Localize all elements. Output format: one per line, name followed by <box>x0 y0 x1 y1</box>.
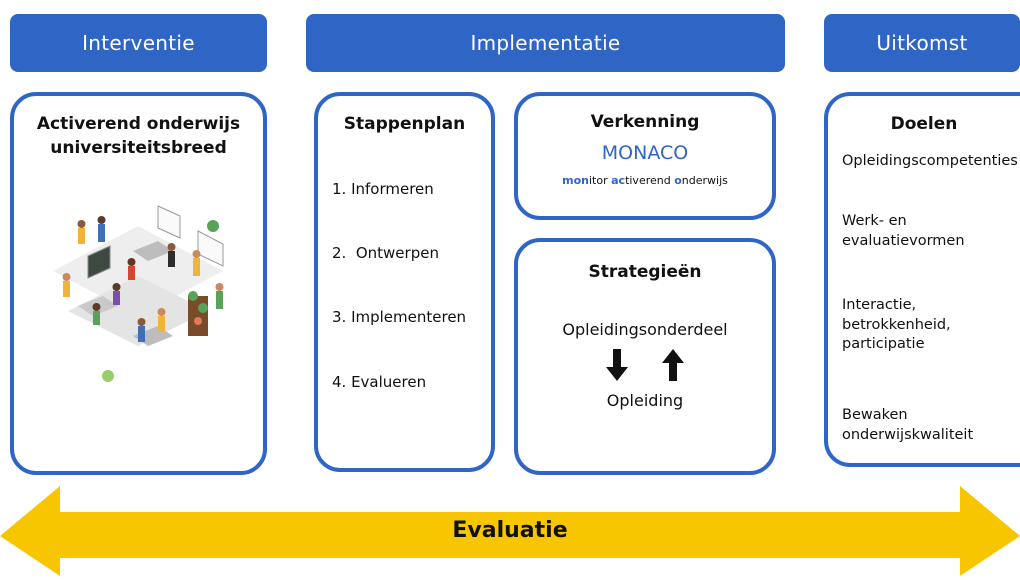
monaco-sub-part-6: nderwijs <box>681 174 728 187</box>
step-ontwerpen: 2. Ontwerpen <box>332 244 439 262</box>
strategieen-title: Strategieën <box>588 262 702 282</box>
strategieen-box: Strategieën Opleidingsonderdeel Opleidin… <box>514 238 776 475</box>
step-evalueren: 4. Evalueren <box>332 373 427 391</box>
interventie-title-line1: Activerend onderwijs <box>36 114 241 134</box>
monaco-sub-part-1: mon <box>562 174 589 187</box>
interventie-box: Activerend onderwijs universiteitsbreed <box>10 92 267 475</box>
header-implementatie: Implementatie <box>306 14 785 72</box>
monaco-name: MONACO <box>601 142 689 164</box>
header-uitkomst: Uitkomst <box>824 14 1020 72</box>
step-informeren: 1. Informeren <box>332 180 434 198</box>
classroom-illustration-icon <box>53 205 224 382</box>
evaluatie-arrow <box>0 486 1020 576</box>
strategieen-top: Opleidingsonderdeel <box>562 320 728 339</box>
interventie-title-line2: universiteitsbreed <box>50 138 227 158</box>
verkenning-box: Verkenning MONACO monitor activerend ond… <box>514 92 776 220</box>
goal-werk-evaluatievormen: Werk- en evaluatievormen <box>842 213 965 249</box>
header-implementatie-label: Implementatie <box>470 31 621 55</box>
arrow-down-icon <box>606 349 628 381</box>
stappenplan-title: Stappenplan <box>343 114 466 134</box>
verkenning-title: Verkenning <box>590 112 700 132</box>
header-interventie: Interventie <box>10 14 267 72</box>
monaco-sub-part-5: o <box>674 174 682 187</box>
header-interventie-label: Interventie <box>82 31 195 55</box>
strategieen-bottom: Opleiding <box>606 391 684 410</box>
evaluatie-arrow-shape <box>0 486 1020 576</box>
step-implementeren: 3. Implementeren <box>332 308 467 326</box>
goal-interactie: Interactie, betrokkenheid, participatie <box>842 297 951 353</box>
monaco-sub-part-2: itor <box>588 174 612 187</box>
header-uitkomst-label: Uitkomst <box>876 31 968 55</box>
interventie-title: Activerend onderwijs universiteitsbreed <box>14 114 263 158</box>
evaluatie-label: Evaluatie <box>452 518 568 543</box>
strategieen-arrows <box>518 349 772 381</box>
doelen-title: Doelen <box>890 114 958 134</box>
monaco-subtitle: monitor activerend onderwijs <box>518 174 772 187</box>
goal-onderwijskwaliteit: Bewaken onderwijskwaliteit <box>842 407 974 443</box>
stappenplan-box: Stappenplan 1. Informeren 2. Ontwerpen 3… <box>314 92 495 472</box>
doelen-box: Doelen Opleidingscompetenties Werk- en e… <box>824 92 1020 467</box>
monaco-sub-part-3: ac <box>611 174 626 187</box>
monaco-sub-part-4: tiverend <box>625 174 675 187</box>
arrow-up-icon <box>662 349 684 381</box>
goal-opleidingscompetenties: Opleidingscompetenties <box>842 153 1018 169</box>
